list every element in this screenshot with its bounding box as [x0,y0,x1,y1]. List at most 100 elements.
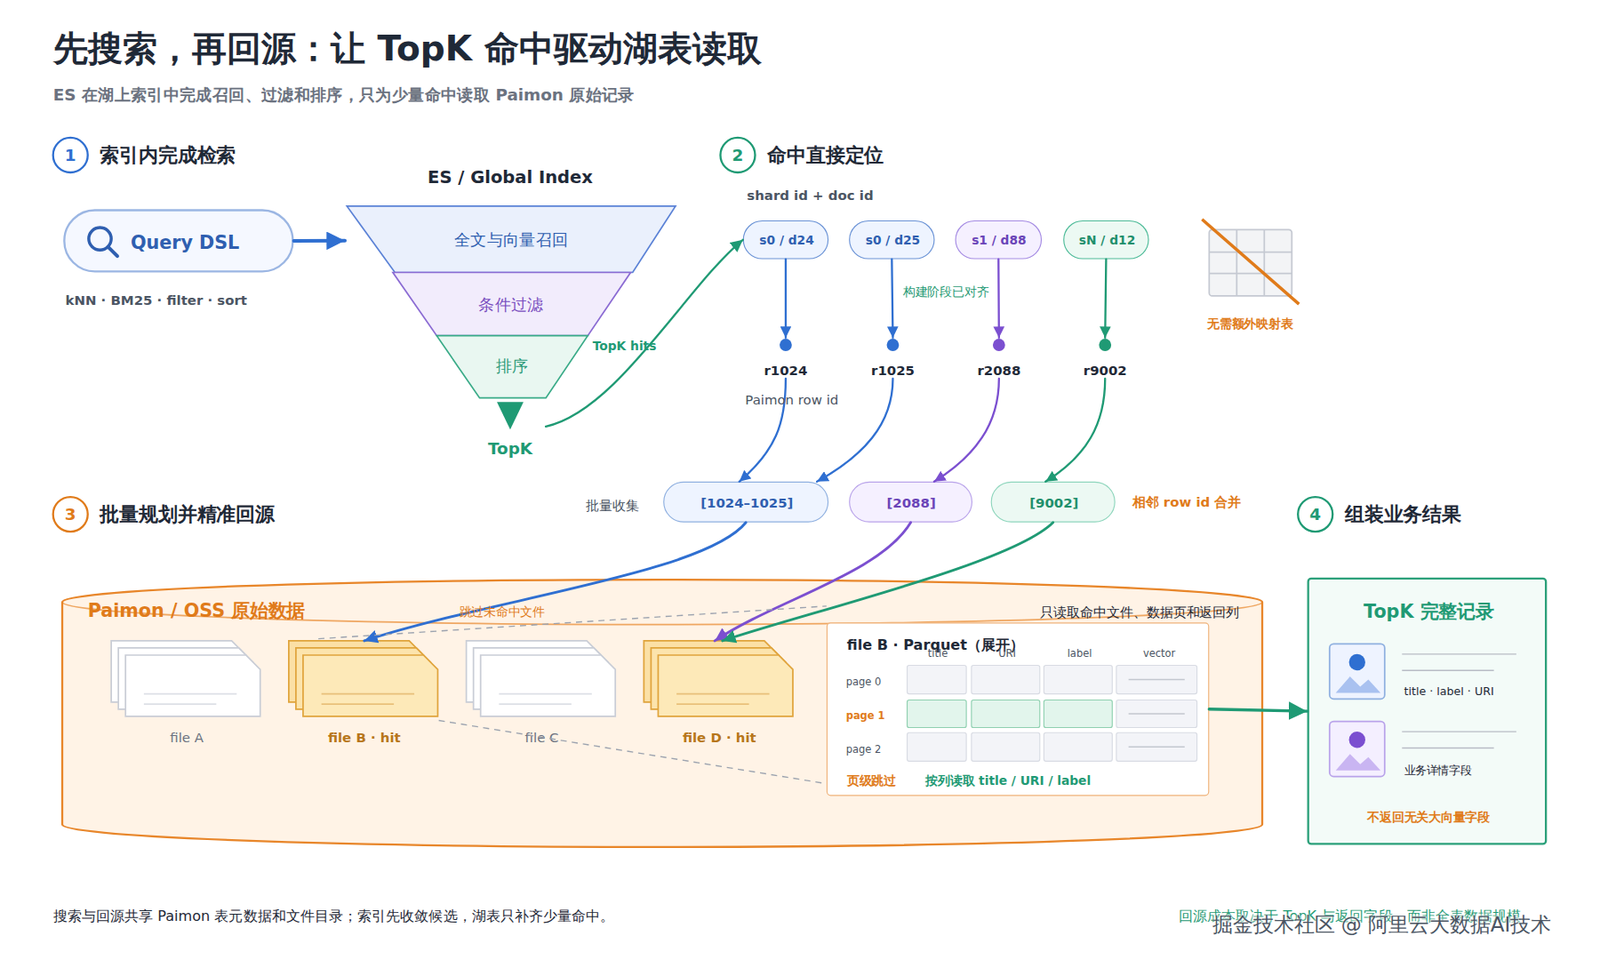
circle-node: 4 组装业务结果 [1296,495,1552,535]
pill-node: [2088] [848,481,973,523]
connector [545,240,744,427]
node-text: 条件过滤 [478,295,544,315]
connector [1104,259,1106,338]
strike-line [1201,219,1299,304]
node-text: [1024–1025] [700,495,793,512]
node-text: 按列读取 title / URI / label [925,773,1091,789]
file-sheet [303,655,439,717]
node-text: Paimon / OSS 原始数据 [88,599,305,622]
page-cell [971,664,1040,694]
down-arrow [496,401,524,430]
page-cell [907,732,968,761]
avatar-hill [1336,676,1382,693]
note-label: 无需额外映射表 [1207,317,1293,333]
expand-leader-line [439,720,827,784]
file-sheet [657,655,793,717]
table-grid-line [1208,272,1292,275]
caption: 搜索与回源共享 Paimon 表元数据和文件目录；索引先收敛候选，湖表只补齐少量… [53,907,616,925]
cylinder-body [62,579,1263,848]
connector [364,522,746,641]
page-cell [1043,732,1112,761]
vector-mark [1128,712,1185,714]
node-text: file D · hit [682,729,757,746]
node-text: 页级跳过 [847,773,896,789]
node-text: 命中直接定位 [767,143,884,167]
pill-node: s1 / d88 [954,220,1042,260]
avatar-card [1329,721,1385,777]
node-text: 批量规划并精准回源 [99,502,274,526]
node-text: 3 [64,504,77,525]
pill-node: s0 / d25 [848,220,935,260]
avatar-head [1349,654,1366,671]
node-text: title · label · URI [1404,685,1495,699]
record-line [1401,653,1517,655]
avatar-head [1349,731,1366,748]
panel-node: file B · Parquet（展开）页级跳过按列读取 title / URI… [826,622,1209,796]
note-label: shard id + doc id [746,187,873,204]
dot-node: r1024 [754,337,816,379]
trap-node: 全文与向量召回 [346,206,676,273]
file-node: file D · hit [642,640,796,756]
page-cell [1116,732,1198,761]
note-label: 掘金技术社区 @ 阿里云大数据AI技术 [1212,912,1552,937]
row-dot-mark [1098,338,1112,352]
search-handle [108,247,118,256]
pill-node: [9002] [991,481,1116,523]
vector-mark [1128,746,1185,748]
skip-leader-line [318,606,827,640]
node-text: file C [525,729,560,746]
table-grid-line [1235,229,1238,296]
edge-label: TopK hits [592,338,657,354]
connector [934,378,1000,482]
pill-node: [1024–1025] [663,481,829,523]
avatar-card [1329,643,1385,699]
node-text: 索引内完成检索 [99,143,236,167]
node-text: 排序 [496,356,529,376]
file-line [498,693,592,696]
node-text: sN / d12 [1079,233,1136,249]
node-text: s0 / d25 [865,233,920,249]
node-text: r9002 [1083,362,1128,379]
file-line [321,693,415,696]
connector [997,259,1000,338]
circle-node: 2命中直接定位 [718,136,964,176]
funnel-band [392,272,631,336]
callout-ring [1297,496,1333,532]
node-text: 业务详情字段 [1404,763,1472,777]
node-text: Query DSL [130,232,240,255]
hit-cell [1043,699,1112,728]
vector-mark [1128,679,1185,680]
page-cell [971,732,1040,761]
connector [294,239,345,243]
file-line [321,703,395,705]
table-grid-line [1208,251,1292,254]
node-text: 不返回无关大向量字段 [1367,809,1490,825]
record-line [1401,730,1517,732]
node-text: file A [169,729,204,746]
file-node: file C [464,640,618,756]
funnel: ES / Global Index 全文与向量召回条件过滤排序 [344,166,678,427]
connector [739,378,786,482]
note-label: ES 在湖上索引中完成召回、过滤和排序，只为少量命中读取 Paimon 原始记录 [53,85,635,105]
page-cell [907,664,968,694]
node-text: r1024 [763,362,808,379]
hit-cell [907,699,968,728]
node-text: 全文与向量召回 [454,230,569,250]
funnel-band [436,336,588,399]
query-node: Query DSLkNN · BM25 · filter · sort [63,208,294,272]
file-node: file B · hit [288,640,441,756]
callout-ring [53,137,88,173]
node-text: ES / Global Index [427,167,593,188]
node-text: r2088 [976,362,1021,379]
connector [784,259,787,338]
row-dot-mark [779,338,792,352]
hit-cell [971,699,1040,728]
node-text: 组装业务结果 [1344,502,1462,526]
node-text: [9002] [1029,495,1079,512]
row-dot-mark [887,338,900,352]
file-sheet [125,655,261,717]
node-text: 4 [1309,504,1321,525]
connector [816,378,893,482]
page-cell [1116,664,1198,694]
